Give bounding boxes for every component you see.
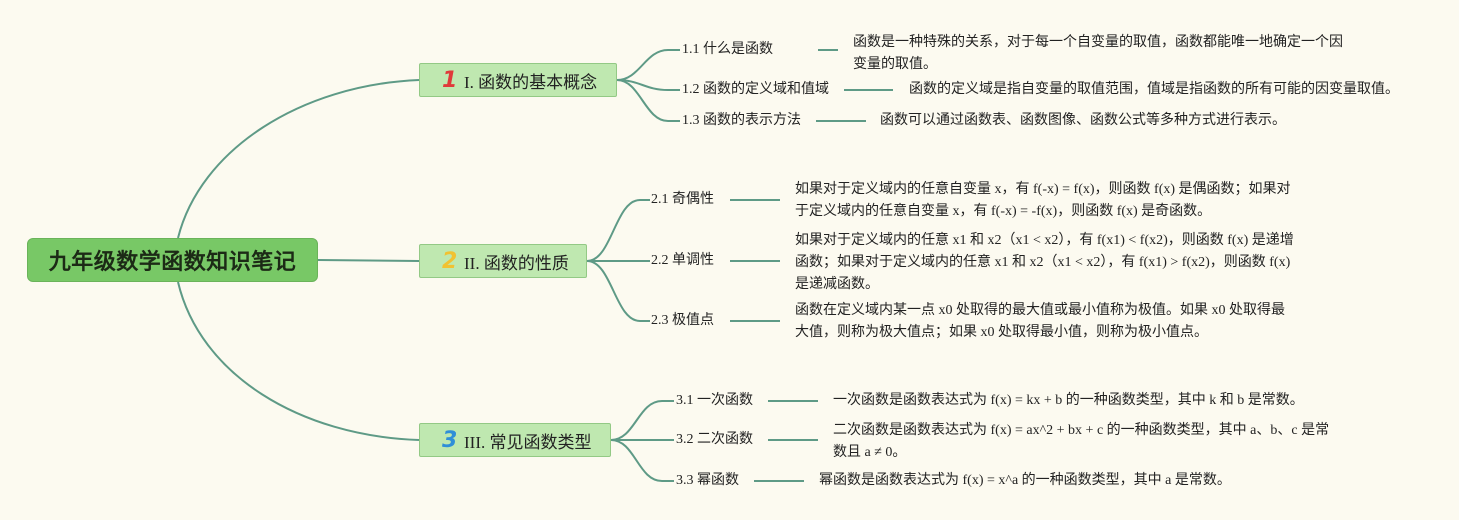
desc-2-3: 函数在定义域内某一点 x0 处取得的最大值或最小值称为极值。如果 x0 处取得最… bbox=[795, 303, 1285, 340]
subtopic-3-3[interactable]: 3.3 幂函数 bbox=[676, 473, 739, 488]
link-b1-s1 bbox=[616, 49, 680, 81]
subtopic-2-1[interactable]: 2.1 奇偶性 bbox=[651, 192, 714, 207]
desc-3-2: 二次函数是函数表达式为 f(x) = ax^2 + bx + c 的一种函数类型… bbox=[833, 423, 1330, 460]
link-b3-s1 bbox=[610, 400, 674, 441]
subtopic-3-1[interactable]: 3.1 一次函数 bbox=[676, 393, 753, 408]
number-3-icon: 3 bbox=[442, 427, 458, 453]
subtopic-1-3[interactable]: 1.3 函数的表示方法 bbox=[682, 113, 801, 128]
desc-2-2: 如果对于定义域内的任意 x1 和 x2（x1 < x2），有 f(x1) < f… bbox=[795, 233, 1294, 292]
desc-3-1: 一次函数是函数表达式为 f(x) = kx + b 的一种函数类型，其中 k 和… bbox=[833, 393, 1304, 408]
subtopic-3-2[interactable]: 3.2 二次函数 bbox=[676, 432, 753, 447]
branch-2-topic[interactable]: 2 II. 函数的性质 bbox=[419, 244, 587, 278]
number-2-icon: 2 bbox=[442, 248, 458, 274]
subtopic-2-3[interactable]: 2.3 极值点 bbox=[651, 313, 714, 328]
link-b3-s3 bbox=[610, 439, 674, 482]
number-1-icon: 1 bbox=[442, 67, 458, 93]
desc-2-1: 如果对于定义域内的任意自变量 x，有 f(-x) = f(x)，则函数 f(x)… bbox=[795, 182, 1291, 219]
desc-1-1: 函数是一种特殊的关系，对于每一个自变量的取值，函数都能唯一地确定一个因变量的取值… bbox=[853, 35, 1343, 72]
subtopic-1-1[interactable]: 1.1 什么是函数 bbox=[682, 42, 773, 57]
branch-1-topic[interactable]: 1 I. 函数的基本概念 bbox=[419, 63, 617, 97]
root-topic[interactable]: 九年级数学函数知识笔记 bbox=[27, 238, 318, 282]
link-b1-s3 bbox=[616, 79, 680, 122]
branch-1-label: I. 函数的基本概念 bbox=[464, 72, 598, 92]
branch-2-label: II. 函数的性质 bbox=[464, 253, 569, 273]
link-root-branch-3 bbox=[177, 281, 420, 441]
link-b2-s1 bbox=[586, 199, 650, 262]
desc-1-3: 函数可以通过函数表、函数图像、函数公式等多种方式进行表示。 bbox=[880, 113, 1286, 128]
branch-3-label: III. 常见函数类型 bbox=[464, 432, 592, 452]
subtopic-1-2[interactable]: 1.2 函数的定义域和值域 bbox=[682, 82, 829, 97]
link-root-branch-1 bbox=[177, 79, 420, 239]
subtopic-2-2[interactable]: 2.2 单调性 bbox=[651, 253, 714, 268]
link-root-branch-2 bbox=[317, 259, 420, 262]
desc-3-3: 幂函数是函数表达式为 f(x) = x^a 的一种函数类型，其中 a 是常数。 bbox=[819, 473, 1231, 488]
branch-3-topic[interactable]: 3 III. 常见函数类型 bbox=[419, 423, 611, 457]
link-b2-s3 bbox=[586, 260, 650, 322]
desc-1-2: 函数的定义域是指自变量的取值范围，值域是指函数的所有可能的因变量取值。 bbox=[909, 82, 1399, 97]
